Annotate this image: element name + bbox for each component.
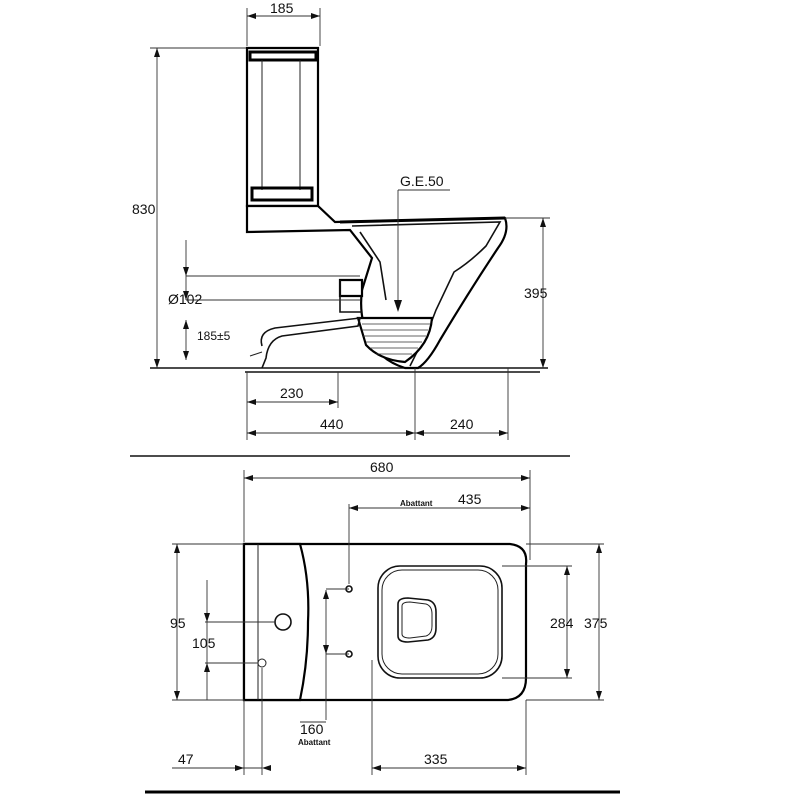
cistern-tank (245, 46, 320, 208)
abattant-top-label: Abattant (400, 499, 433, 508)
dim-total-length: 680 (243, 459, 531, 560)
dim-rear-to-outlet-text: 440 (320, 416, 344, 432)
dim-total-width-text: 375 (584, 615, 608, 631)
dim-hole-offset: 105 (192, 580, 275, 700)
bowl-opening (397, 597, 437, 643)
dim-fixing-distance: 160 Abattant (298, 588, 349, 747)
dim-outlet-to-front-text: 240 (450, 416, 474, 432)
dim-pipe-diameter-text: Ø102 (168, 291, 202, 307)
dim-outlet-height-text: 185±5 (197, 329, 231, 343)
dim-bowl-front: 335 (371, 660, 527, 775)
dim-pipe-diameter: Ø102 (168, 240, 360, 307)
dim-hole-spacing: 95 (170, 543, 244, 701)
dim-bowl-height: 395 (505, 217, 550, 368)
dim-seat-width: 284 (502, 565, 574, 679)
dim-wall-offset: 47 (172, 668, 271, 775)
dim-hole-spacing-text: 95 (170, 615, 186, 631)
dim-seat-width-text: 284 (550, 615, 574, 631)
dim-hole-offset-text: 105 (192, 635, 216, 651)
dim-wall-offset-text: 47 (178, 751, 194, 767)
dim-seat-length-text: 435 (458, 491, 482, 507)
dim-total-height: 830 (132, 47, 246, 368)
tank-plan (242, 542, 310, 702)
bowl-body (245, 204, 508, 370)
dim-bowl-height-text: 395 (524, 285, 548, 301)
dim-fixing-distance-text: 160 (300, 721, 324, 737)
dim-total-height-text: 830 (132, 201, 156, 217)
dim-total-length-text: 680 (370, 459, 394, 475)
outlet-label: G.E.50 (400, 173, 444, 189)
top-view: 680 Abattant 435 95 105 (170, 459, 608, 775)
dim-outlet-height: 185±5 (183, 320, 231, 360)
dim-tank-depth-text: 185 (270, 0, 294, 16)
dim-rear-to-outlet: 440 (247, 368, 416, 440)
dim-tank-depth: 185 (246, 0, 321, 46)
dim-seat-length: Abattant 435 (348, 491, 530, 584)
dim-total-width: 375 (526, 543, 608, 701)
dim-outlet-to-front: 240 (415, 368, 509, 440)
abattant-bottom-label: Abattant (298, 738, 331, 747)
seat-outline (377, 565, 503, 679)
dim-outlet-setback: 230 (246, 372, 339, 440)
dim-outlet-setback-text: 230 (280, 385, 304, 401)
dim-bowl-front-text: 335 (424, 751, 448, 767)
side-view: G.E.50 185 830 395 (132, 0, 550, 440)
